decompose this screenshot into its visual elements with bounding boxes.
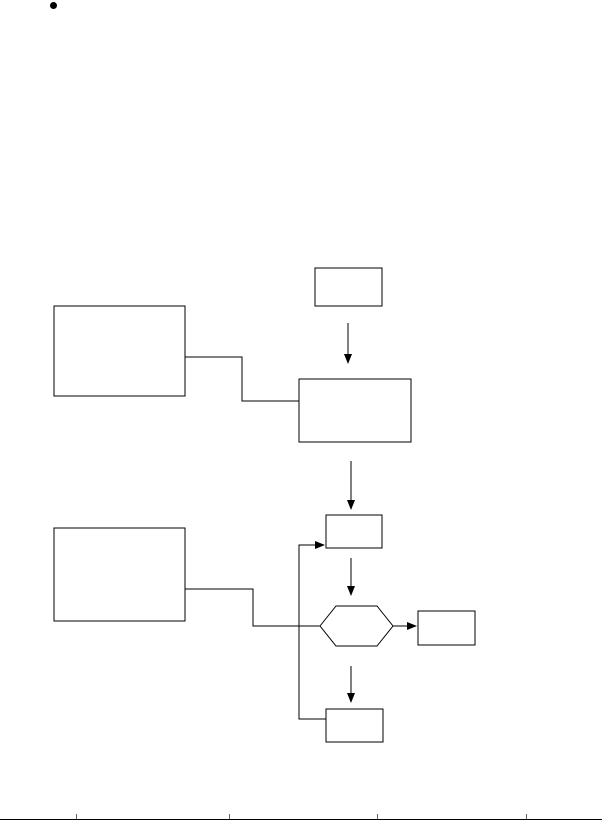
box-right — [417, 610, 476, 646]
loop-bottom-to-small — [298, 541, 326, 720]
decision-hexagon — [319, 605, 394, 647]
bullet-point — [50, 2, 57, 9]
footer-rule — [0, 819, 602, 820]
footer-separator — [229, 814, 230, 819]
box-left-lower — [53, 527, 186, 622]
connector-left-upper-to-middle — [185, 356, 299, 402]
connector-left-lower-to-decision — [185, 588, 320, 627]
box-small — [325, 514, 383, 549]
box-top — [314, 267, 383, 307]
box-left-upper — [53, 305, 186, 397]
box-middle — [298, 378, 412, 443]
box-bottom — [325, 708, 384, 743]
footer-separator — [76, 814, 77, 819]
footer-separator — [377, 814, 378, 819]
footer-separator — [526, 814, 527, 819]
